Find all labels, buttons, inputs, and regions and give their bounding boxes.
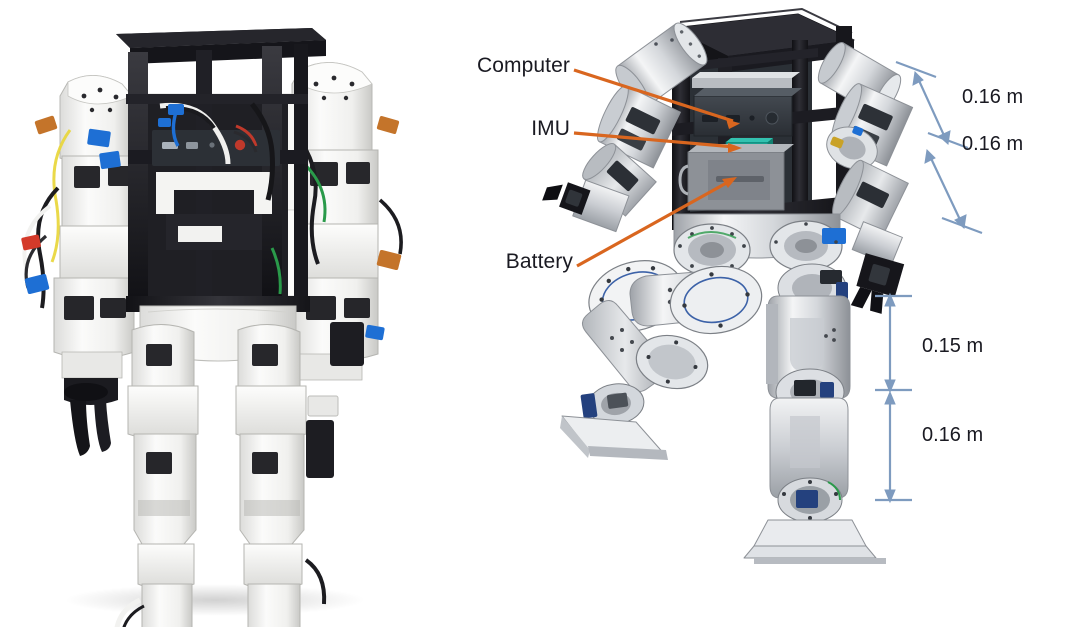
photo-right-leg — [235, 323, 339, 627]
photo-left-leg — [114, 323, 199, 627]
dimension-label-upper-arm: 0.16 m — [962, 86, 1024, 108]
cad-battery — [678, 144, 794, 211]
cad-computer — [692, 72, 802, 137]
photo-left-arm — [21, 75, 141, 456]
callout-label-battery: Battery — [505, 250, 573, 273]
photo-torso-frame — [116, 28, 326, 312]
cad-hip-right — [769, 220, 846, 272]
photo-panel — [0, 0, 440, 627]
dimension-label-fore-arm: 0.16 m — [962, 133, 1024, 155]
cad-panel — [542, 0, 960, 627]
dimension-label-thigh: 0.15 m — [922, 335, 984, 357]
cad-right-arm — [817, 42, 914, 314]
cad-right-leg — [743, 263, 886, 564]
cad-robot — [542, 8, 914, 564]
photo-robot — [21, 28, 403, 627]
cad-left-leg — [560, 260, 763, 460]
dimension-label-shank: 0.16 m — [922, 424, 984, 446]
callout-label-computer: Computer — [476, 54, 570, 77]
callout-label-imu: IMU — [531, 117, 570, 140]
